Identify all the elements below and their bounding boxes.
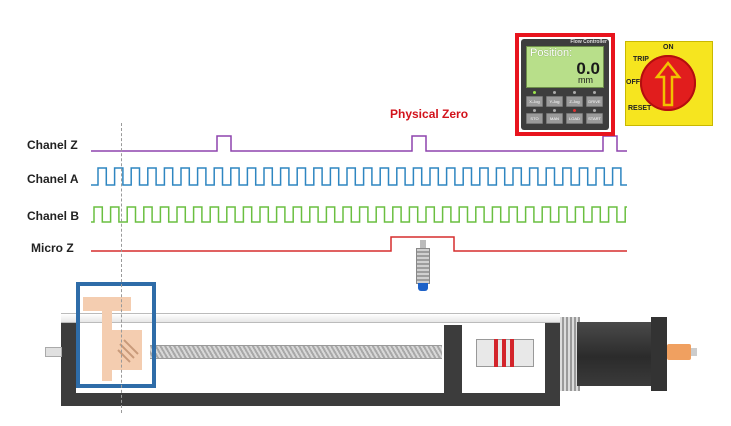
switch-reset-label: RESET <box>628 105 652 112</box>
status-led <box>533 109 536 112</box>
carriage-highlight-frame <box>76 282 156 388</box>
load-button[interactable]: LOAD <box>566 113 583 124</box>
y-jog-button[interactable]: Y-Jog <box>546 96 563 107</box>
display-unit: mm <box>578 75 593 85</box>
channel-z-trace <box>91 135 627 152</box>
status-led <box>573 91 576 94</box>
channel-b-label: Chanel B <box>27 209 80 223</box>
status-led <box>593 109 596 112</box>
position-indicator-line <box>121 123 122 413</box>
status-led <box>533 91 536 94</box>
channel-b-trace <box>91 206 627 223</box>
channel-a-label: Chanel A <box>27 172 79 186</box>
motor-end-cap <box>651 317 667 391</box>
channel-a-trace <box>91 167 627 186</box>
stage-left-end <box>61 313 76 406</box>
stage-bearing-block <box>444 325 462 393</box>
x-jog-button[interactable]: X-Jog <box>526 96 543 107</box>
carriage-top-plate <box>83 297 131 311</box>
switch-on-label: ON <box>663 44 674 51</box>
status-led <box>553 91 556 94</box>
switch-off-label: OFF <box>626 79 640 86</box>
coupling-band <box>510 339 514 367</box>
motor-flange <box>560 317 580 391</box>
stage-right-end <box>545 313 560 406</box>
carriage-stem <box>102 311 112 381</box>
sensor-cable <box>420 240 426 249</box>
stage-base <box>61 393 560 406</box>
motor-shaft-tip <box>691 348 697 356</box>
coupling-band <box>502 339 506 367</box>
micro-z-trace <box>91 236 627 252</box>
arrow-up-icon <box>654 60 682 107</box>
display-position-value: 0.0 <box>576 59 600 78</box>
status-led <box>573 109 576 112</box>
display-position-label: Position: <box>530 47 573 59</box>
physical-zero-annotation: Physical Zero <box>390 107 469 121</box>
z-jog-button[interactable]: Z-Jog <box>566 96 583 107</box>
start-button[interactable]: START <box>586 113 603 124</box>
coupling-band <box>494 339 498 367</box>
channel-z-label: Chanel Z <box>27 138 78 152</box>
screw-end <box>45 347 62 357</box>
proximity-sensor <box>416 248 430 284</box>
stage-guide-rail <box>61 313 560 323</box>
status-led <box>593 91 596 94</box>
nut-thread-icon <box>117 339 139 363</box>
proximity-sensor-tip <box>418 283 428 291</box>
controller-header: Flow Controller <box>570 39 607 45</box>
drive-button[interactable]: DRIVE <box>586 96 603 107</box>
switch-trip-label: TRIP <box>633 56 649 63</box>
lead-screw <box>150 345 442 359</box>
sto-button[interactable]: STO <box>526 113 543 124</box>
micro-z-label: Micro Z <box>31 241 74 255</box>
motor-shaft <box>667 344 691 360</box>
man-button[interactable]: MAN <box>546 113 563 124</box>
status-led <box>553 109 556 112</box>
controller-display <box>526 46 604 88</box>
